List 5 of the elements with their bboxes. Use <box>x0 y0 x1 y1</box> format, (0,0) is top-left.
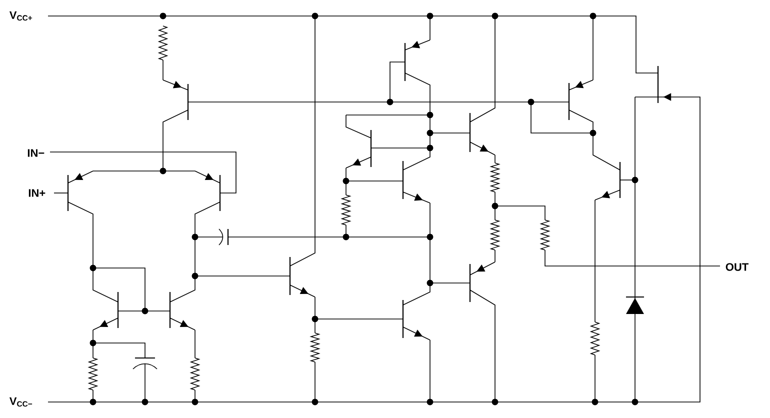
terminal-label: V$_{CC−}$ <box>9 397 32 407</box>
terminal-label: V$_{CC+}$ <box>9 11 32 21</box>
terminal-label: IN− <box>28 149 44 157</box>
terminal-label: IN+ <box>28 189 46 197</box>
terminal-label: OUT <box>726 263 748 271</box>
